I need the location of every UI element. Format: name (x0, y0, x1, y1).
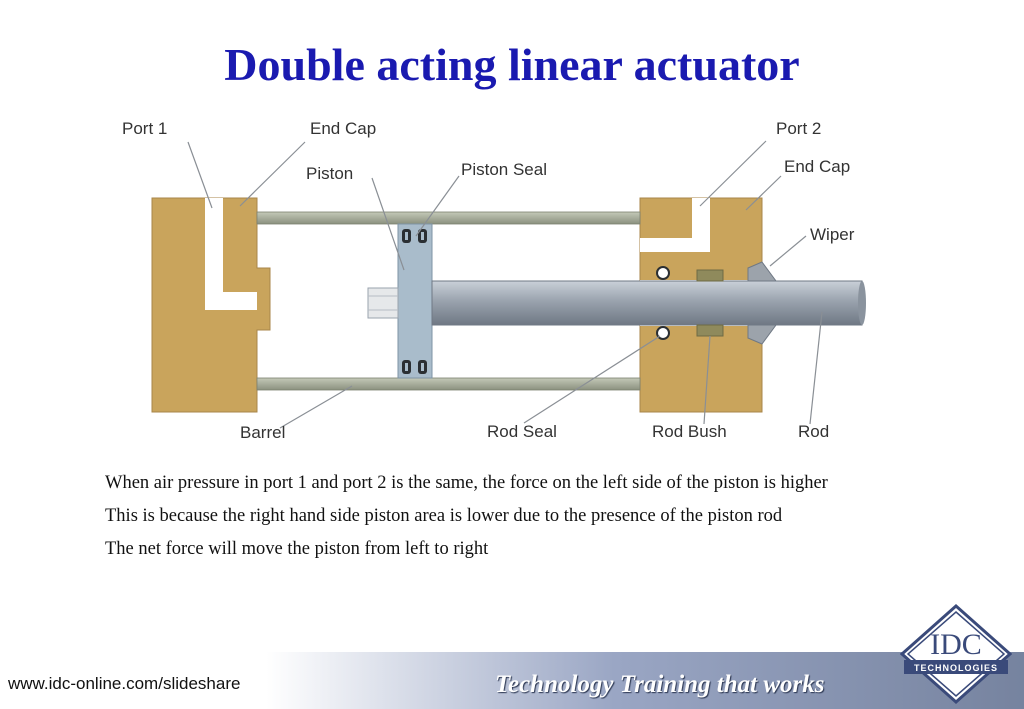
piston (397, 223, 433, 379)
barrel-top (256, 211, 641, 225)
paragraph-1: When air pressure in port 1 and port 2 i… (105, 473, 828, 493)
piston-nut (367, 287, 399, 319)
port1-channel (205, 198, 257, 310)
label-end-cap-left: End Cap (310, 119, 376, 138)
rod-seal (656, 266, 670, 340)
footer-tagline: Technology Training that works (495, 671, 825, 698)
rod-bush-top (696, 269, 724, 282)
paragraph-2: This is because the right hand side pist… (105, 506, 783, 526)
actuator-diagram: Port 1 End Cap Piston Piston Seal Port 2… (122, 119, 866, 442)
label-piston-seal: Piston Seal (461, 160, 547, 179)
label-rod-seal: Rod Seal (487, 422, 557, 441)
idc-logo: IDC TECHNOLOGIES (900, 604, 1012, 704)
label-piston: Piston (306, 164, 353, 183)
label-wiper: Wiper (810, 225, 855, 244)
slide-title: Double acting linear actuator (224, 39, 800, 90)
label-port2: Port 2 (776, 119, 821, 138)
port2-channel (640, 198, 710, 252)
footer-url[interactable]: www.idc-online.com/slideshare (8, 674, 241, 693)
rod (431, 280, 863, 326)
body-text: When air pressure in port 1 and port 2 i… (105, 472, 885, 571)
footer-bar (0, 652, 1024, 709)
paragraph-3: The net force will move the piston from … (105, 539, 489, 559)
logo-main-text: IDC (930, 628, 982, 661)
rod-bush-bottom (696, 324, 724, 337)
label-port1: Port 1 (122, 119, 167, 138)
label-rod: Rod (798, 422, 829, 441)
label-rod-bush: Rod Bush (652, 422, 727, 441)
label-end-cap-right: End Cap (784, 157, 850, 176)
barrel-bottom (256, 377, 641, 391)
label-barrel: Barrel (240, 423, 285, 442)
wiper-top (747, 261, 777, 282)
logo-sub-text: TECHNOLOGIES (914, 663, 998, 673)
wiper-bottom (747, 324, 777, 345)
